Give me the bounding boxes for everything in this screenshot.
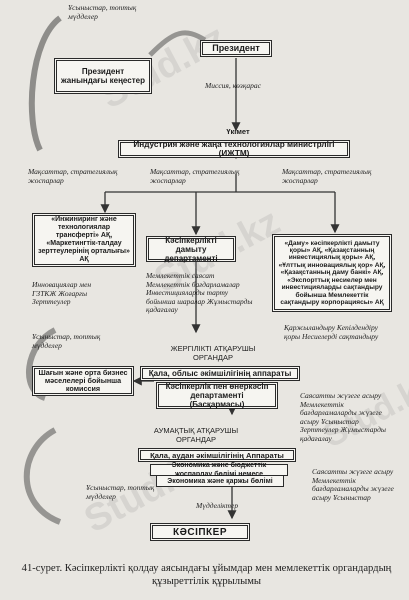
box-entrepreneurship: КӘСІПКЕР <box>150 523 250 541</box>
box-department: Кәсіпкерлікті дамыту департаменті <box>146 236 236 263</box>
label-mission: Миссия, көзқарас <box>205 81 261 90</box>
box-president: Президент <box>200 40 272 57</box>
label-proposals-top: Ұсыныстар, топтық мүдделер <box>68 3 137 21</box>
box-economy-finance: Экономика және қаржы бөлімі <box>156 476 284 487</box>
label-right-list2: Саясатты жүзеге асыру Мемлекеттік бағдар… <box>300 391 386 443</box>
box-commission: Шағын және орта бизнес мәселелері бойынш… <box>32 366 134 396</box>
label-right-list3: Саясатты жүзеге асыру Мемлекеттік бағдар… <box>312 467 394 502</box>
box-ministry: Индустрия және жаңа технологиялар минист… <box>118 140 350 158</box>
curved-arrow-top-right <box>148 30 207 57</box>
label-left-list: Инновациялар мен ГЗТКЖ Жоғарғы Зерттеуле… <box>32 280 92 306</box>
box-economy-planning: Экономика және бюджеттік жоспарлау бөлім… <box>150 462 288 478</box>
label-proposals-mid: Ұсыныстар, топтық мүдделер <box>32 332 101 350</box>
curved-arrow-bottom <box>23 427 62 525</box>
box-baskarma: Кәсіпкерлік пен өнеркәсіп департаменті (… <box>156 382 278 409</box>
label-local-exec-1: ЖЕРГІЛІКТІ АТҚАРУШЫ ОРГАНДАР <box>170 344 256 362</box>
label-tasks-left: Мақсаттар, стратегиялық жоспарлар <box>28 167 118 185</box>
box-city-apparatus: Қала, облыс әкімшілігінің аппараты <box>140 366 300 381</box>
box-left-orgs: «Инжиниринг және технологиялар трансферт… <box>32 213 136 267</box>
label-needs: Мүдделіктер <box>196 501 239 510</box>
box-president-affairs: Президент жанындағы кеңестер <box>54 58 152 94</box>
box-right-orgs: «Даму» кәсіпкерлікті дамыту қоры» АҚ, «Қ… <box>272 234 392 312</box>
curved-arrow-top <box>28 15 62 152</box>
label-local-exec-2: АУМАҚТЫҚ АТҚАРУШЫ ОРГАНДАР <box>153 426 239 444</box>
label-tasks-right: Мақсаттар, стратегиялық жоспарлар <box>282 167 372 185</box>
label-proposals-bottom: Ұсыныстар, топтық мүдделер <box>86 483 155 501</box>
label-tasks-mid: Мақсаттар, стратегиялық жоспарлар <box>150 167 240 185</box>
label-mid-list: Мемлекеттік саясат Мемлекеттік бағдарлам… <box>146 271 253 314</box>
box-district-apparatus: Қала, аудан әкімшілігінің Аппараты <box>138 448 296 462</box>
label-right-list: Қаржыландыру Кепілдендіру қоры Несиелерд… <box>284 323 379 341</box>
figure-caption: 41-сурет. Кәсіпкерлікті қолдау аясындағы… <box>21 563 392 587</box>
label-government: Үкімет <box>226 127 250 136</box>
